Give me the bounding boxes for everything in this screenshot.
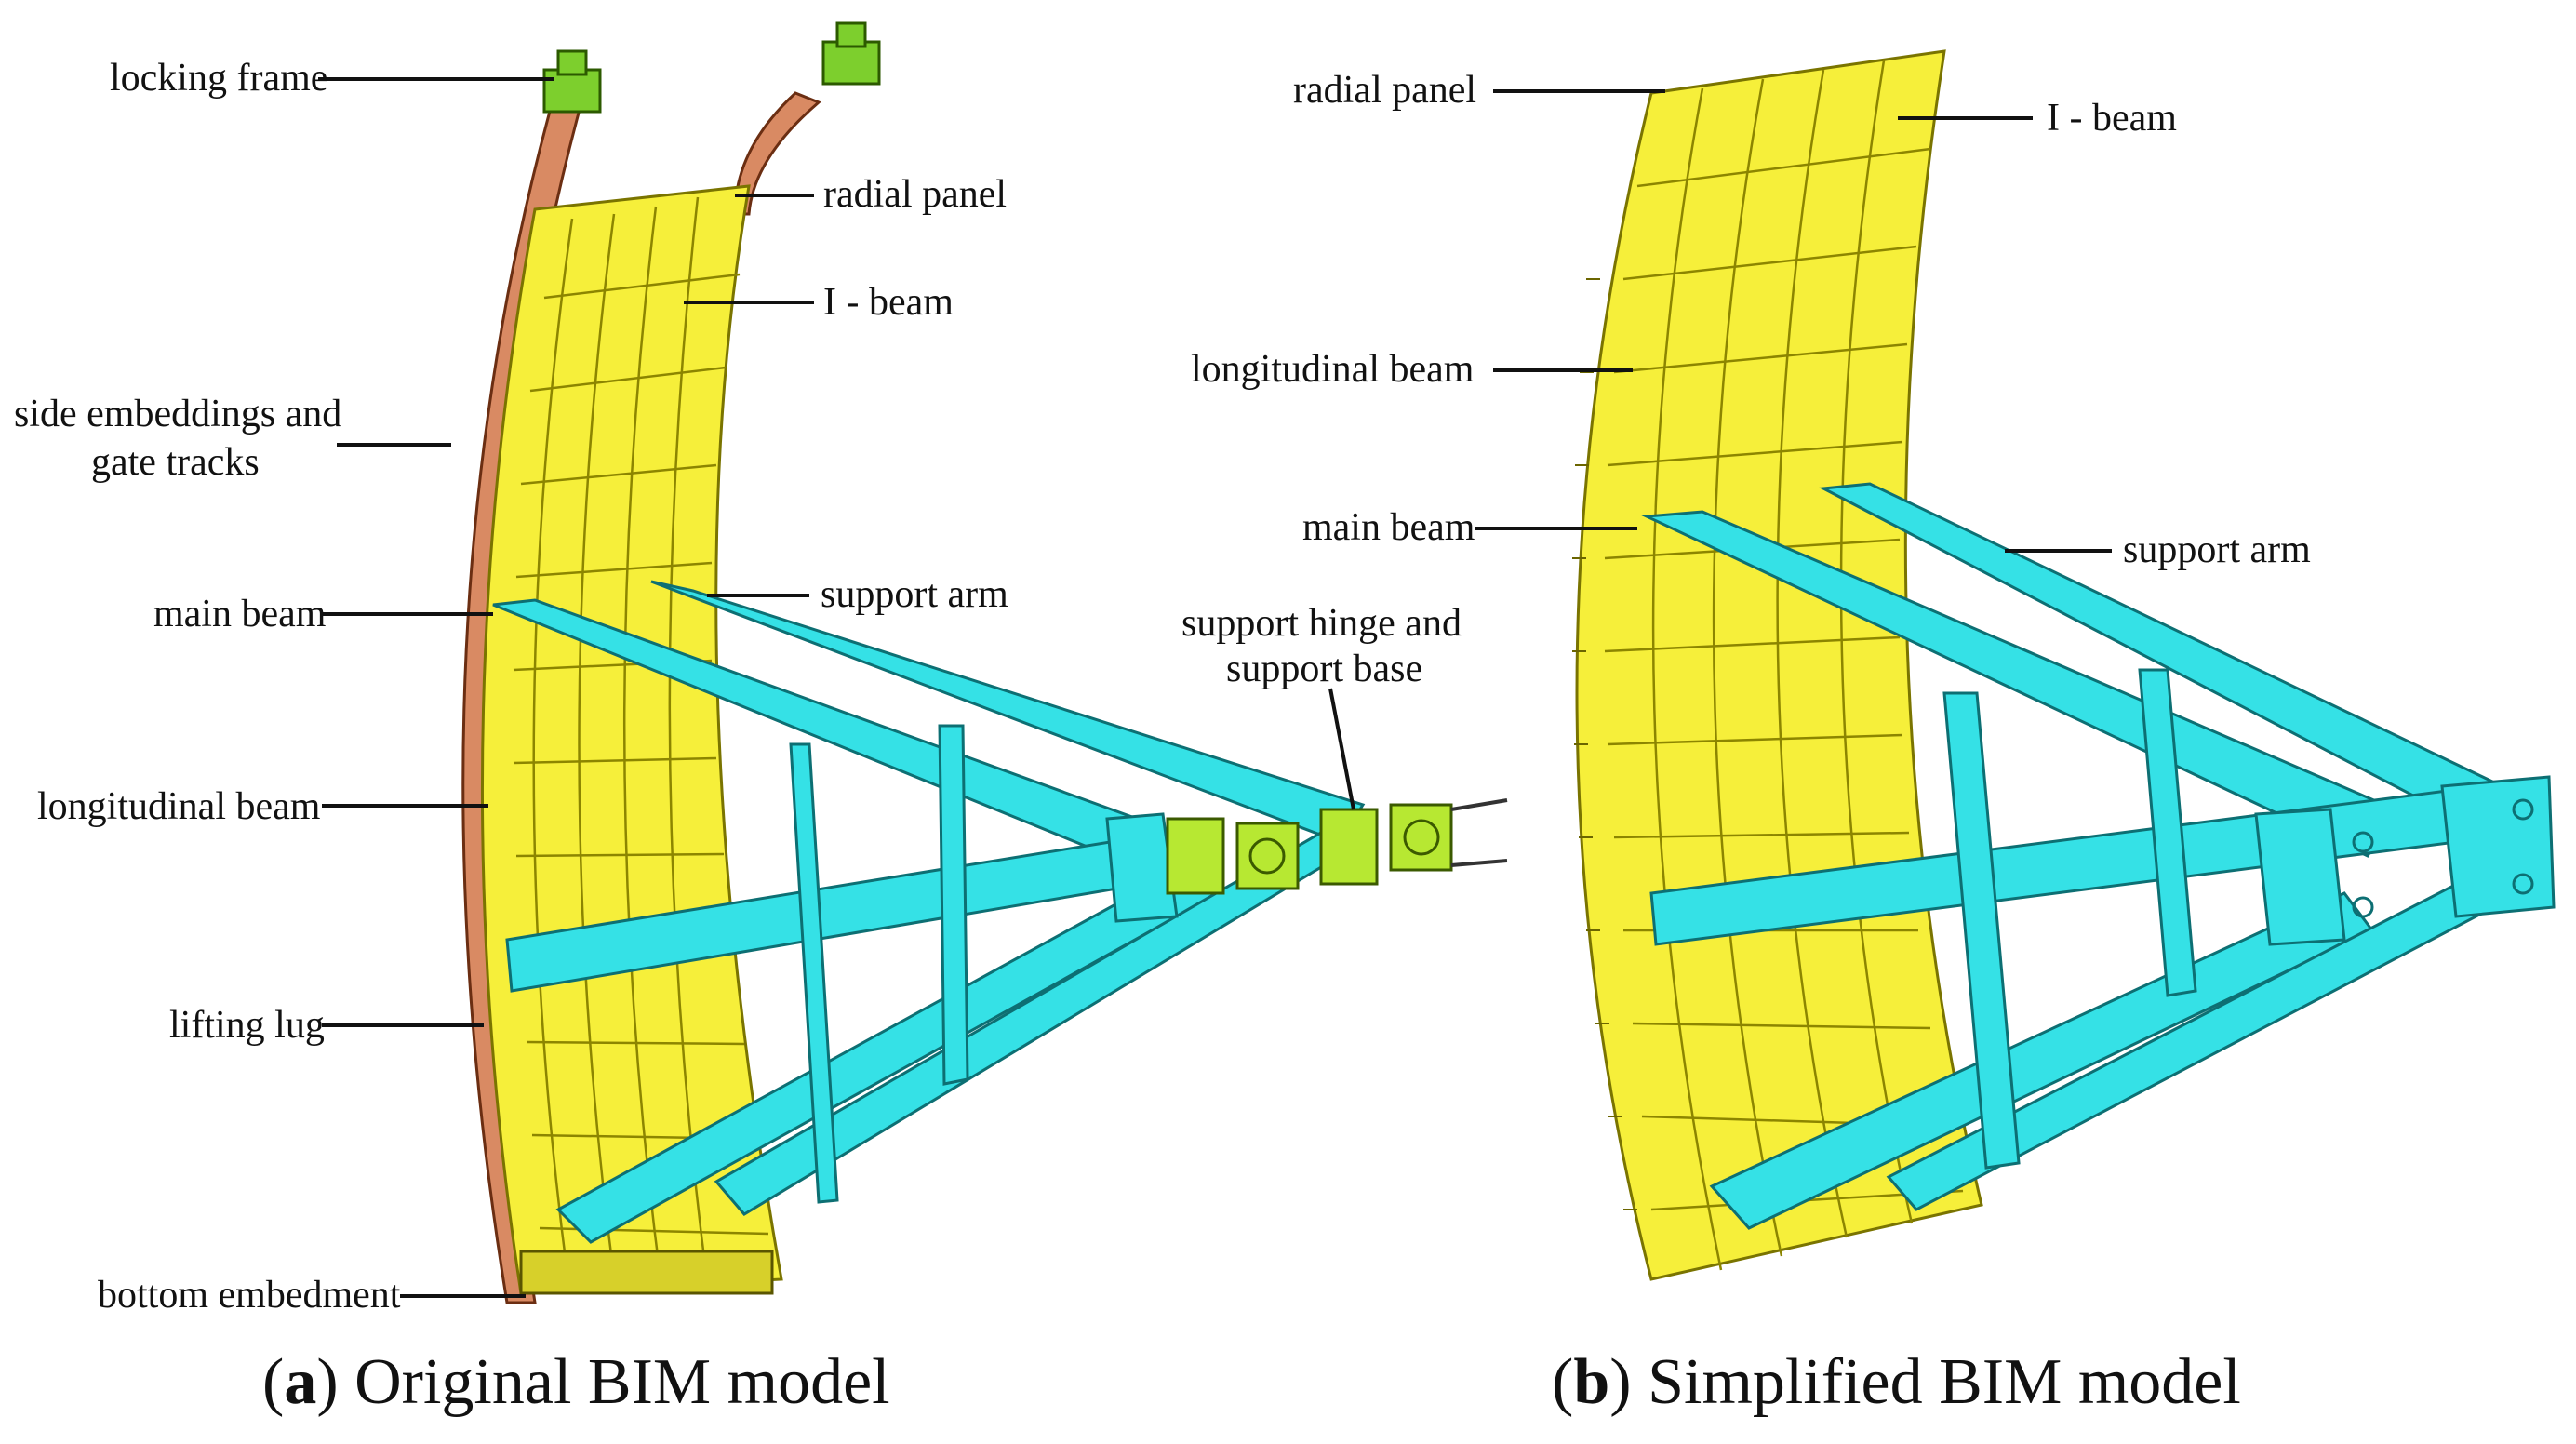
caption-b: (b) Simplified BIM model bbox=[1552, 1346, 2241, 1418]
caption-a-letter: a bbox=[284, 1346, 316, 1418]
label-radial-panel-b: radial panel bbox=[1293, 69, 1476, 112]
bottom-embedment bbox=[519, 1250, 774, 1295]
support-arms-b bbox=[1641, 482, 2556, 1230]
caption-b-letter: b bbox=[1573, 1346, 1609, 1418]
label-side-embeddings-2: gate tracks bbox=[91, 441, 260, 484]
caption-b-text: Simplified BIM model bbox=[1648, 1346, 2241, 1418]
label-locking-frame: locking frame bbox=[110, 57, 327, 100]
label-i-beam-a: I - beam bbox=[823, 281, 954, 324]
label-longitudinal-beam-b: longitudinal beam bbox=[1191, 348, 1475, 391]
label-support-hinge-1: support hinge and bbox=[1181, 602, 1462, 645]
caption-a: (a) Original BIM model bbox=[262, 1346, 890, 1418]
panel-a-original-model: locking frame radial panel I - beam side… bbox=[14, 21, 1508, 1418]
label-main-beam-a: main beam bbox=[153, 593, 327, 635]
label-support-arm-a: support arm bbox=[821, 573, 1008, 616]
caption-a-text: Original BIM model bbox=[354, 1346, 889, 1418]
label-i-beam-b: I - beam bbox=[2047, 97, 2177, 140]
label-lifting-lug: lifting lug bbox=[169, 1004, 325, 1047]
label-main-beam-b: main beam bbox=[1302, 506, 1475, 549]
label-radial-panel-a: radial panel bbox=[823, 173, 1007, 216]
label-side-embeddings-1: side embeddings and bbox=[14, 393, 341, 435]
radial-panel-a bbox=[480, 184, 783, 1295]
panel-b-simplified-model: radial panel I - beam longitudinal beam … bbox=[1191, 49, 2556, 1418]
label-longitudinal-beam-a: longitudinal beam bbox=[37, 785, 321, 828]
support-arms-a bbox=[492, 580, 1366, 1244]
locking-frame-left bbox=[542, 49, 602, 114]
locking-frame-right bbox=[821, 21, 881, 86]
label-bottom-embedment: bottom embedment bbox=[98, 1274, 401, 1317]
label-support-hinge-2: support base bbox=[1226, 648, 1422, 690]
support-hinge-a bbox=[1166, 798, 1508, 895]
label-support-arm-b: support arm bbox=[2123, 528, 2311, 571]
panel-a-beam-grid bbox=[513, 196, 769, 1281]
